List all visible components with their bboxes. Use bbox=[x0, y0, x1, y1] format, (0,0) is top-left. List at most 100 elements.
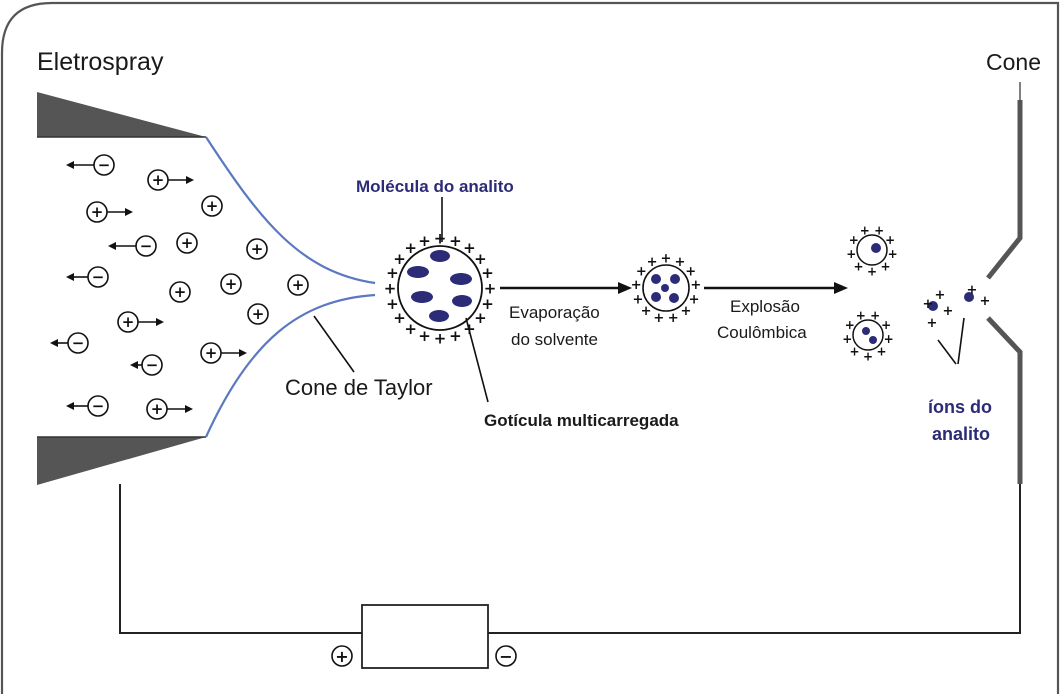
plus-charge: + bbox=[641, 304, 652, 319]
title-label: Eletrospray bbox=[37, 48, 164, 76]
plus-charge: + bbox=[418, 327, 431, 345]
plus-charge: + bbox=[685, 265, 696, 280]
svg-text:−: − bbox=[140, 237, 153, 255]
svg-text:+: + bbox=[181, 234, 194, 252]
svg-text:−: − bbox=[92, 268, 105, 286]
negative-ion-icon: − bbox=[135, 235, 157, 257]
plus-charge: + bbox=[967, 283, 978, 298]
multicharged-droplet bbox=[397, 245, 483, 331]
plus-charge: + bbox=[689, 292, 700, 307]
plus-charge: + bbox=[484, 279, 497, 297]
plus-charge: + bbox=[631, 278, 642, 293]
svg-text:+: + bbox=[91, 203, 104, 221]
plus-charge: + bbox=[474, 309, 487, 327]
plus-charge: + bbox=[880, 259, 890, 273]
plus-charge: + bbox=[923, 297, 934, 312]
plus-charge: + bbox=[404, 239, 417, 257]
evaporation-arrowhead bbox=[618, 282, 632, 294]
plus-charge: + bbox=[845, 318, 855, 332]
positive-ion-icon: + bbox=[147, 169, 169, 191]
plus-charge: + bbox=[876, 344, 886, 358]
taylor-pointer bbox=[313, 315, 355, 373]
evaporation-label-2: do solvente bbox=[511, 330, 598, 349]
plus-charge: + bbox=[463, 239, 476, 257]
cone-label: Cone bbox=[986, 49, 1041, 75]
negative-ion-icon: − bbox=[87, 395, 109, 417]
nozzle-outline bbox=[37, 136, 206, 438]
plus-charge: + bbox=[935, 288, 946, 303]
power-supply bbox=[361, 604, 489, 669]
plus-charge: + bbox=[449, 232, 462, 250]
plus-charge: + bbox=[863, 349, 873, 363]
ions-label-2: analito bbox=[932, 424, 990, 444]
svg-text:−: − bbox=[146, 356, 159, 374]
svg-text:+: + bbox=[252, 305, 265, 323]
plus-charge: + bbox=[386, 295, 399, 313]
plus-charge: + bbox=[846, 247, 856, 261]
positive-ion-icon: + bbox=[287, 274, 309, 296]
plus-charge: + bbox=[680, 304, 691, 319]
medium-droplet bbox=[642, 264, 690, 312]
analyte-ions bbox=[928, 292, 974, 311]
small-droplet-charges: ++++++++++++++++++ bbox=[842, 224, 897, 364]
analyte-molecule-label: Molécula do analito bbox=[356, 177, 514, 196]
plus-charge: + bbox=[690, 278, 701, 293]
solution-ions: −−−−−−++++++++++++ bbox=[50, 154, 309, 420]
svg-text:+: + bbox=[122, 313, 135, 331]
positive-ion-icon: + bbox=[247, 303, 269, 325]
plus-charge: + bbox=[927, 316, 938, 331]
svg-text:+: + bbox=[206, 197, 219, 215]
plus-charge: + bbox=[449, 327, 462, 345]
plus-charge: + bbox=[481, 264, 494, 282]
ions-pointer-1 bbox=[937, 339, 957, 365]
droplet-surface-charges: ++++++++++++++++++++ bbox=[384, 229, 497, 347]
plus-charge: + bbox=[434, 329, 447, 347]
droplet-pointer bbox=[465, 317, 489, 403]
plus-charge: + bbox=[393, 250, 406, 268]
positive-ion-icon: + bbox=[200, 342, 222, 364]
plus-charge: + bbox=[849, 344, 859, 358]
explosion-label-1: Explosão bbox=[730, 297, 800, 316]
plus-charge: + bbox=[860, 224, 870, 238]
svg-text:−: − bbox=[98, 156, 111, 174]
cone-electrode bbox=[986, 100, 1023, 484]
plus-charge: + bbox=[384, 279, 397, 297]
positive-ion-icon: + bbox=[201, 195, 223, 217]
positive-ion-icon: + bbox=[220, 273, 242, 295]
plus-charge: + bbox=[636, 265, 647, 280]
evaporation-label-1: Evaporação bbox=[509, 303, 600, 322]
ions-label-1: íons do bbox=[928, 397, 992, 417]
plus-charge: + bbox=[888, 247, 898, 261]
svg-text:+: + bbox=[205, 344, 218, 362]
positive-ion-icon: + bbox=[246, 238, 268, 260]
nozzle-bottom bbox=[37, 437, 206, 485]
plus-charge: + bbox=[418, 232, 431, 250]
positive-ion-icon: + bbox=[117, 311, 139, 333]
nozzle-top bbox=[37, 92, 206, 137]
negative-ion-icon: − bbox=[87, 266, 109, 288]
plus-charge: + bbox=[943, 304, 954, 319]
plus-charge: + bbox=[881, 318, 891, 332]
positive-ion-icon: + bbox=[169, 281, 191, 303]
plus-charge: + bbox=[474, 250, 487, 268]
plus-charge: + bbox=[849, 233, 859, 247]
plus-charge: + bbox=[668, 311, 679, 326]
plus-charge: + bbox=[867, 264, 877, 278]
plus-charge: + bbox=[404, 320, 417, 338]
negative-ion-icon: − bbox=[93, 154, 115, 176]
medium-droplet-charges: +++++++++++++ bbox=[631, 252, 701, 326]
negative-terminal-sign: − bbox=[499, 647, 512, 666]
taylor-cone-top bbox=[205, 136, 376, 285]
plus-charge: + bbox=[674, 255, 685, 270]
positive-ion-icon: + bbox=[86, 201, 108, 223]
svg-text:−: − bbox=[72, 334, 85, 352]
plus-charge: + bbox=[856, 309, 866, 323]
negative-terminal-icon: − bbox=[495, 645, 517, 667]
svg-text:−: − bbox=[92, 397, 105, 415]
positive-ion-icon: + bbox=[176, 232, 198, 254]
svg-text:+: + bbox=[151, 400, 164, 418]
negative-ion-icon: − bbox=[141, 354, 163, 376]
plus-charge: + bbox=[386, 264, 399, 282]
plus-charge: + bbox=[632, 292, 643, 307]
